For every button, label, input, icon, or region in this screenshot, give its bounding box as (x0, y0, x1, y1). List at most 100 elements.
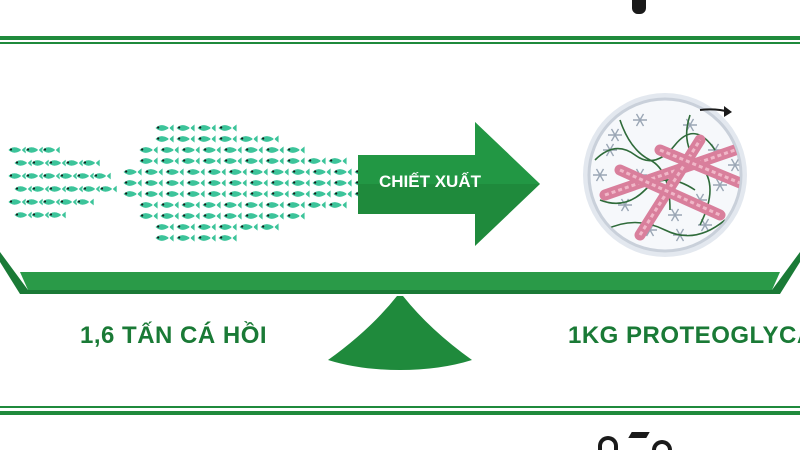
fish-shape (196, 222, 217, 232)
fish-shape (248, 178, 269, 188)
cropped-top-glyph (632, 0, 646, 14)
fish-shape (327, 156, 348, 166)
fish-shape (259, 222, 280, 232)
bottom-border-line-inner (0, 406, 800, 408)
fish-shape (227, 178, 248, 188)
fish-shape (159, 200, 180, 210)
fish-shape (290, 167, 311, 177)
fish-shape (306, 156, 327, 166)
fish-shape (92, 171, 112, 181)
fish-shape (47, 158, 67, 168)
fish-shape (248, 167, 269, 177)
fish-shape (159, 211, 180, 221)
fish-shape (201, 200, 222, 210)
fish-shape (143, 189, 164, 199)
fish-school-icon (7, 123, 416, 243)
fish-shape (206, 189, 227, 199)
fish-shape (327, 200, 348, 210)
fish-shape (201, 211, 222, 221)
fish-shape (217, 123, 238, 133)
fish-shape (180, 156, 201, 166)
fish-shape (196, 233, 217, 243)
fish-shape (196, 123, 217, 133)
fish-shape (180, 145, 201, 155)
fish-shape (75, 171, 95, 181)
fish-shape (285, 211, 306, 221)
arrow-right-icon (358, 122, 540, 246)
fish-shape (264, 211, 285, 221)
fish-shape (175, 134, 196, 144)
fish-shape (13, 210, 33, 220)
fish-shape (311, 178, 332, 188)
fish-shape (159, 156, 180, 166)
cropped-bottom-glyph-3 (652, 440, 672, 450)
fish-shape (164, 178, 185, 188)
fish-shape (264, 145, 285, 155)
fish-shape (290, 189, 311, 199)
fish-shape (201, 156, 222, 166)
fish-shape (24, 171, 44, 181)
fish-shape (243, 211, 264, 221)
fish-shape (58, 197, 78, 207)
proteoglycan-circle-icon (583, 93, 747, 257)
fish-shape (311, 189, 332, 199)
fish-shape (206, 178, 227, 188)
fish-shape (13, 158, 33, 168)
fish-shape (41, 145, 61, 155)
fish-shape (30, 158, 50, 168)
fish-shape (285, 156, 306, 166)
fish-shape (185, 167, 206, 177)
fish-shape (290, 178, 311, 188)
fish-shape (175, 233, 196, 243)
fish-shape (206, 167, 227, 177)
top-border-line (0, 36, 800, 40)
fish-shape (138, 211, 159, 221)
right-label: 1KG PROTEOGLYCAN (568, 322, 800, 349)
fish-shape (201, 145, 222, 155)
fulcrum-icon (328, 296, 472, 370)
fish-shape (64, 158, 84, 168)
fish-shape (185, 178, 206, 188)
fish-shape (13, 184, 33, 194)
fish-shape (264, 156, 285, 166)
fish-shape (238, 134, 259, 144)
top-border-line-inner (0, 42, 800, 44)
fish-shape (164, 189, 185, 199)
fish-shape (332, 167, 353, 177)
fish-shape (24, 197, 44, 207)
fish-shape (7, 197, 27, 207)
fish-shape (196, 134, 217, 144)
fish-shape (269, 178, 290, 188)
fish-shape (222, 156, 243, 166)
fish-shape (227, 167, 248, 177)
fish-shape (227, 189, 248, 199)
fish-shape (154, 233, 175, 243)
cropped-bottom-glyph-1 (598, 436, 618, 450)
fish-shape (30, 210, 50, 220)
fish-shape (306, 200, 327, 210)
fish-shape (143, 167, 164, 177)
bottom-border-line (0, 411, 800, 415)
fish-shape (98, 184, 118, 194)
balance-beam-icon (0, 252, 800, 294)
fish-shape (311, 167, 332, 177)
fish-shape (332, 178, 353, 188)
fish-shape (164, 167, 185, 177)
fish-shape (248, 189, 269, 199)
fish-shape (58, 171, 78, 181)
fish-shape (269, 167, 290, 177)
fish-shape (81, 184, 101, 194)
fish-shape (122, 167, 143, 177)
fish-shape (222, 145, 243, 155)
fish-shape (64, 184, 84, 194)
fish-shape (217, 222, 238, 232)
fish-shape (122, 178, 143, 188)
fish-shape (243, 200, 264, 210)
fish-shape (285, 200, 306, 210)
fish-shape (222, 211, 243, 221)
fish-shape (138, 156, 159, 166)
left-label: 1,6 TẤN CÁ HỒI (80, 322, 268, 349)
fish-shape (7, 171, 27, 181)
fish-shape (75, 197, 95, 207)
fish-shape (185, 189, 206, 199)
